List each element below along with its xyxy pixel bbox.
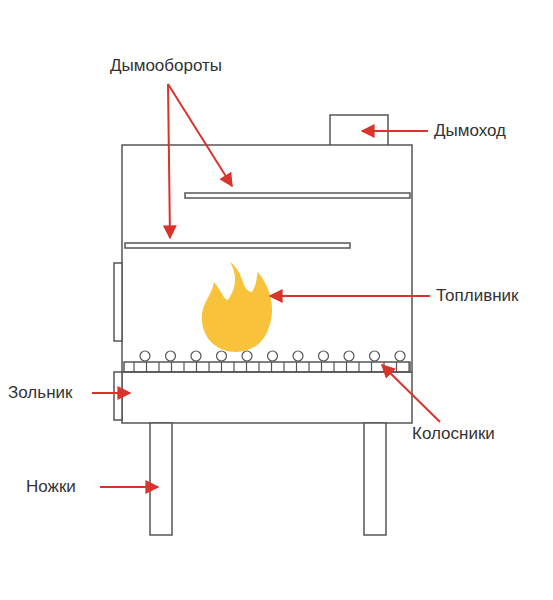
part-label-legs: Ножки xyxy=(26,477,76,497)
leader-arrow xyxy=(382,365,440,422)
leader-arrow xyxy=(168,84,232,186)
grate-tick xyxy=(233,362,234,372)
grate-tick xyxy=(321,362,322,372)
part-label-grate: Колосники xyxy=(412,424,495,444)
leader-arrow xyxy=(92,392,130,394)
grate-tick xyxy=(283,362,284,372)
grate-tick xyxy=(396,362,397,372)
part-label-ashpit: Зольник xyxy=(8,383,72,403)
grate-rod xyxy=(166,351,176,361)
leader-arrow xyxy=(362,130,428,132)
grate-tick xyxy=(258,362,259,372)
ashpit-line xyxy=(122,371,412,373)
leg xyxy=(150,423,172,535)
grate-rod xyxy=(217,351,227,361)
grate-tick xyxy=(308,362,309,372)
grate-rod xyxy=(191,351,201,361)
grate-tick xyxy=(221,362,222,372)
grate-rod xyxy=(319,351,329,361)
leader-arrow xyxy=(168,84,170,238)
grate-rod xyxy=(395,351,405,361)
grate-rod xyxy=(140,351,150,361)
ash-door xyxy=(114,372,122,420)
part-label-chimney: Дымоход xyxy=(434,121,506,141)
grate-tick xyxy=(296,362,297,372)
grate-rod xyxy=(268,351,278,361)
grate-tick xyxy=(346,362,347,372)
grate-tick xyxy=(358,362,359,372)
grate-tick xyxy=(183,362,184,372)
grate-tick xyxy=(246,362,247,372)
grate-rod xyxy=(344,351,354,361)
grate-tick xyxy=(196,362,197,372)
flame xyxy=(202,262,272,352)
grate-rod xyxy=(242,351,252,361)
part-label-baffles: Дымообороты xyxy=(110,56,222,76)
grate-tick xyxy=(271,362,272,372)
grate-tick xyxy=(333,362,334,372)
leader-arrow xyxy=(100,486,158,488)
grate-tick xyxy=(171,362,172,372)
grate-bars xyxy=(134,351,409,372)
upper-baffle xyxy=(185,193,410,198)
part-label-firebox: Топливник xyxy=(436,286,519,306)
grate-tick xyxy=(408,362,409,372)
grate-tick xyxy=(158,362,159,372)
leader-arrow xyxy=(270,295,430,297)
grate-bar xyxy=(124,362,410,372)
grate-tick xyxy=(146,362,147,372)
firebox-door xyxy=(114,263,122,341)
grate-rod xyxy=(293,351,303,361)
grate-rod xyxy=(370,351,380,361)
leg xyxy=(364,423,386,535)
stove-body xyxy=(122,145,412,423)
grate-tick xyxy=(208,362,209,372)
grate-tick xyxy=(371,362,372,372)
grate-tick xyxy=(133,362,134,372)
lower-baffle xyxy=(125,243,350,248)
